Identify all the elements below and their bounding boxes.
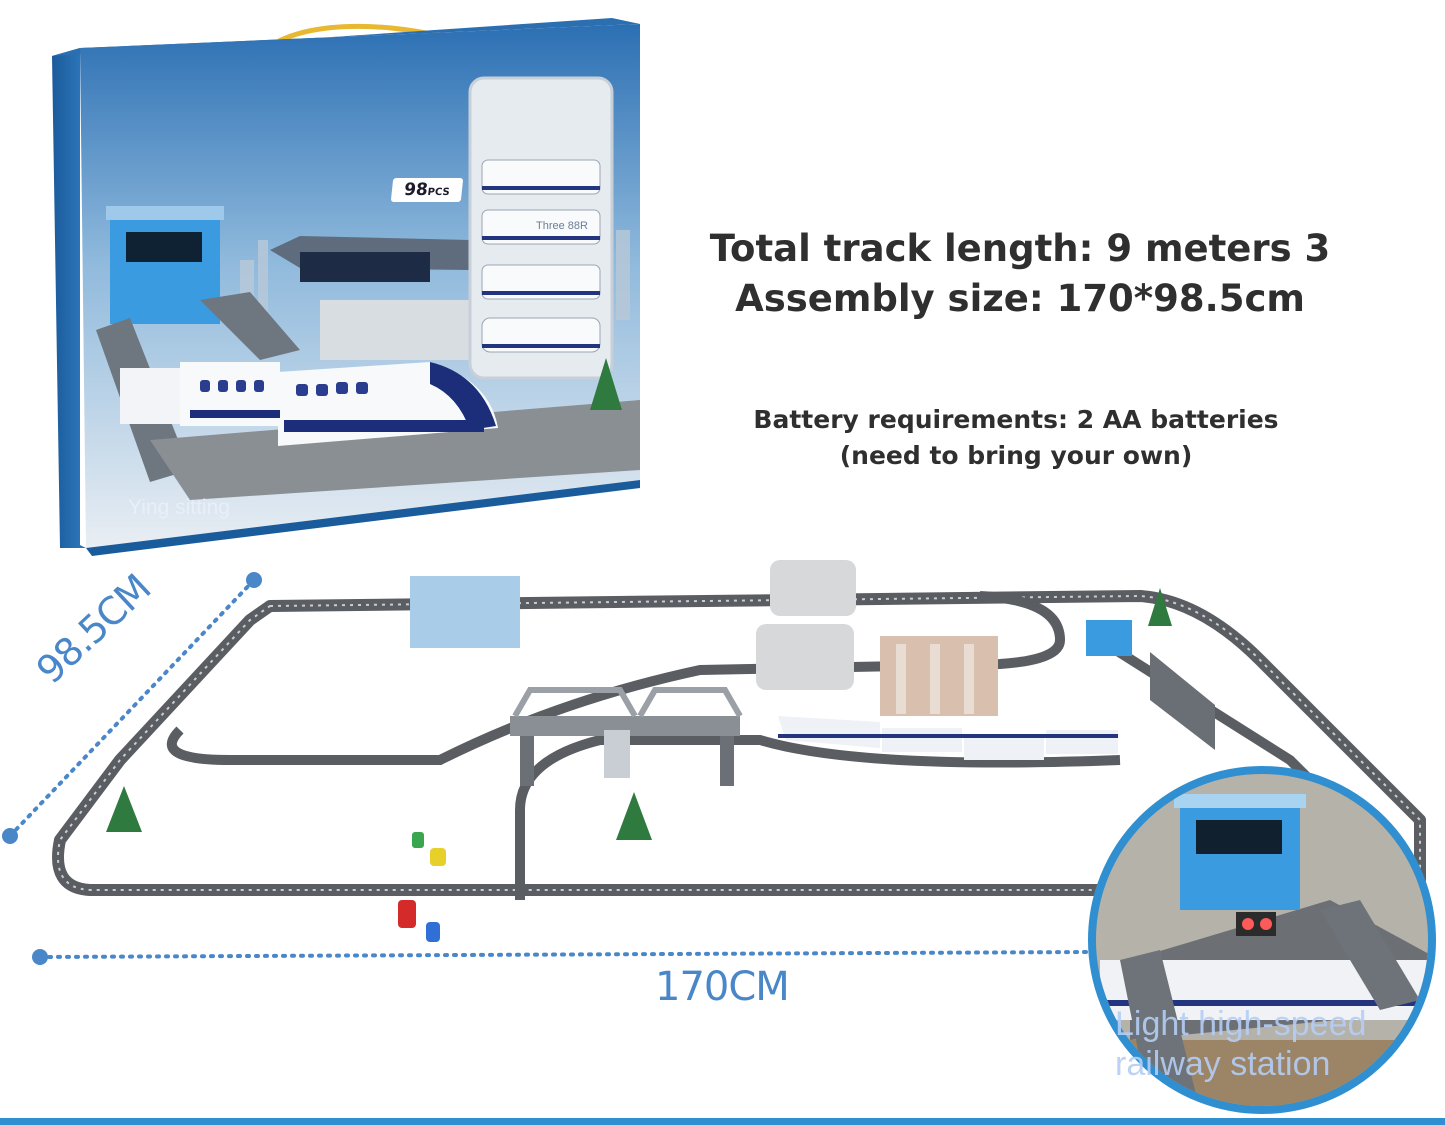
- bridge: [510, 687, 743, 786]
- width-dimension-label: 170CM: [655, 964, 790, 1010]
- product-box-illustration: [52, 18, 640, 556]
- battery-requirements: Battery requirements: 2 AA batteries (ne…: [700, 402, 1332, 474]
- trees: [106, 588, 1172, 840]
- piece-count-badge: 98PCS: [390, 178, 464, 202]
- inset-caption-line-2: railway station: [1115, 1045, 1331, 1083]
- assembly-size-text: Assembly size: 170*98.5cm: [735, 277, 1305, 320]
- box-side-note: Three 88R: [536, 220, 588, 232]
- track-layout-illustration: [2, 560, 1436, 1114]
- inset-caption: Light high-speed railway station: [1115, 1004, 1415, 1084]
- height-dimension-start: [2, 828, 18, 844]
- toy-train: [778, 716, 1118, 760]
- battery-line-2: (need to bring your own): [839, 441, 1193, 470]
- product-box-image: 98PCS Three 88R Ying sitting: [0, 0, 700, 560]
- buildings: [410, 576, 998, 716]
- toy-car-green: [412, 832, 424, 848]
- toy-car-blue: [426, 922, 440, 942]
- bottom-accent-bar: [0, 1118, 1445, 1125]
- inner-track: [166, 591, 1066, 765]
- tunnel-2: [756, 624, 854, 690]
- toy-car-yellow: [430, 848, 446, 866]
- spec-main: Total track length: 9 meters 3 Assembly …: [700, 224, 1340, 324]
- width-dimension-start: [32, 949, 48, 965]
- battery-line-1: Battery requirements: 2 AA batteries: [753, 405, 1279, 434]
- tunnel-1: [770, 560, 856, 616]
- toy-car-red: [398, 900, 416, 928]
- track-length-text: Total track length: 9 meters 3: [709, 227, 1331, 270]
- watermark-text: Ying sitting: [128, 496, 230, 519]
- width-dimension-line: [38, 950, 1092, 959]
- station-closeup-inset: [1088, 766, 1436, 1114]
- height-dimension-end: [246, 572, 262, 588]
- inset-caption-line-1: Light high-speed: [1115, 1005, 1367, 1043]
- station-tower: [1086, 620, 1132, 656]
